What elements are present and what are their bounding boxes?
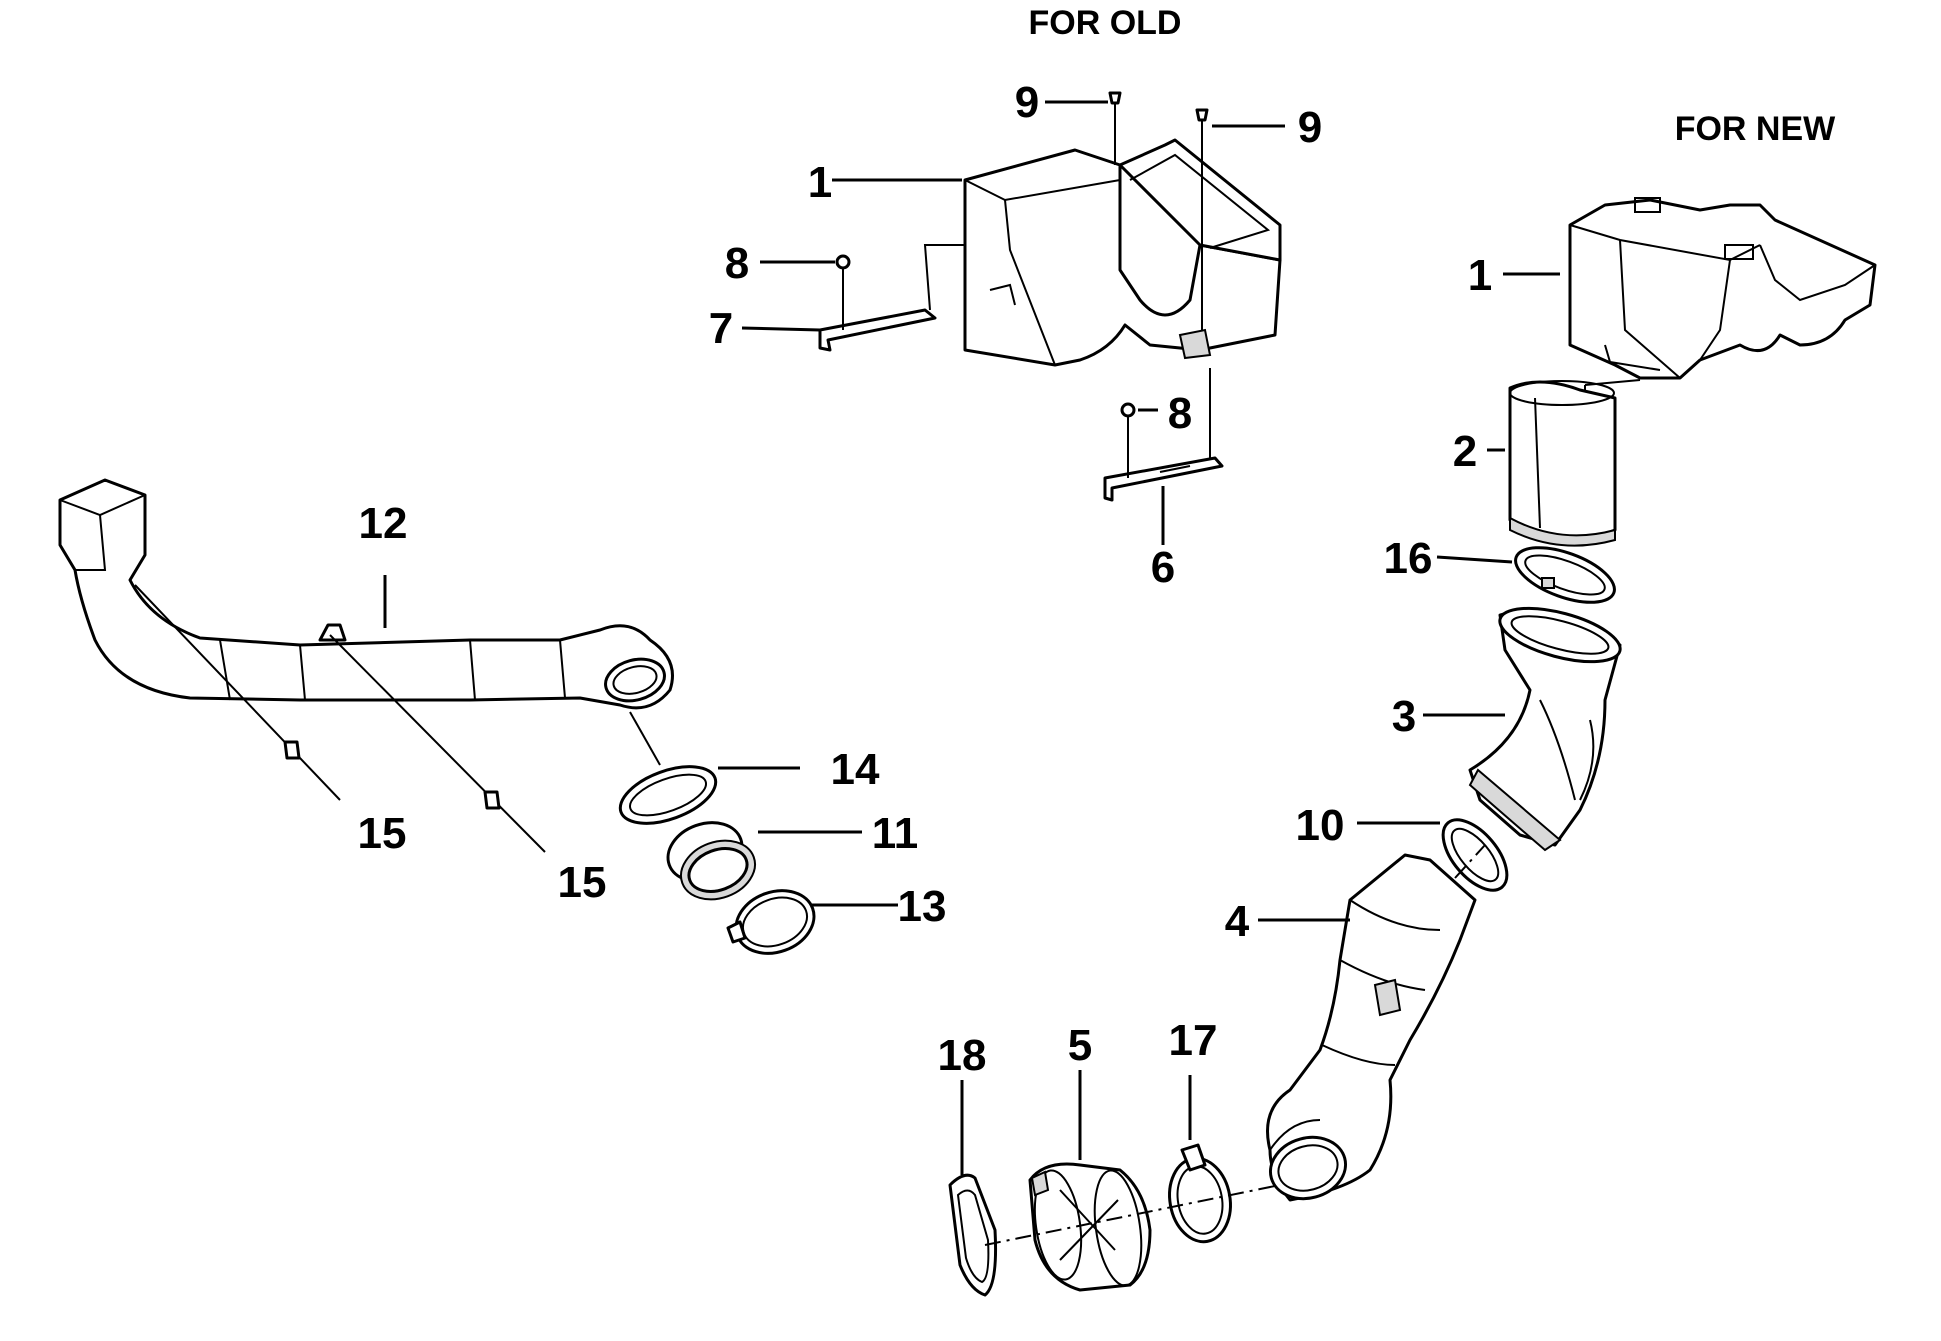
- callout-8-bottom: 8: [1168, 389, 1192, 438]
- intake-duct-12: [58, 478, 674, 710]
- callout-8-top: 8: [725, 239, 749, 288]
- callout-9-left: 9: [1015, 78, 1039, 127]
- band-11: [666, 821, 756, 901]
- callout-18: 18: [938, 1031, 987, 1080]
- air-cleaner-box-old: [963, 138, 1282, 367]
- callout-12: 12: [359, 499, 408, 548]
- callout-7: 7: [709, 304, 733, 353]
- clip-15-left: [134, 584, 341, 801]
- callout-9-right: 9: [1298, 103, 1322, 152]
- callout-3: 3: [1392, 692, 1416, 741]
- gasket-10: [1441, 818, 1509, 892]
- callout-10: 10: [1296, 801, 1345, 850]
- clamp-17: [1168, 1143, 1232, 1244]
- callout-11: 11: [872, 809, 919, 858]
- screw-9-right: [1195, 108, 1209, 330]
- bracket-6: [1103, 368, 1224, 502]
- callout-1-old: 1: [808, 158, 832, 207]
- callout-4: 4: [1225, 897, 1250, 946]
- elbow-duct-3: [1468, 606, 1622, 852]
- callout-2: 2: [1453, 427, 1477, 476]
- gasket-16: [1514, 546, 1616, 604]
- air-duct-2: [1508, 379, 1641, 547]
- clip-15-right: [329, 634, 546, 853]
- clamp-13: [726, 889, 816, 955]
- air-cleaner-box-new: [1568, 197, 1877, 380]
- intake-duct-4: [1266, 853, 1477, 1202]
- callout-14: 14: [831, 745, 880, 794]
- screw-8-top: [835, 254, 851, 330]
- callout-13: 13: [898, 882, 947, 931]
- callout-6: 6: [1151, 543, 1175, 592]
- gasket-14: [618, 711, 718, 825]
- leader-lines: [383, 100, 1560, 1175]
- screw-8-bottom: [1120, 402, 1136, 478]
- bracket-7: [818, 244, 965, 352]
- callout-15-left: 15: [358, 809, 407, 858]
- screw-9-left: [1108, 91, 1122, 165]
- gasket-18: [948, 1173, 998, 1297]
- section-title-old: FOR OLD: [1029, 4, 1182, 42]
- centerline-lower: [984, 1184, 1281, 1246]
- callout-17: 17: [1169, 1016, 1218, 1065]
- section-title-new: FOR NEW: [1675, 110, 1836, 148]
- callout-16: 16: [1384, 534, 1433, 583]
- callout-5: 5: [1068, 1021, 1092, 1070]
- callout-15-right: 15: [558, 858, 607, 907]
- centerline-duct4-gasket10: [1454, 844, 1486, 879]
- callout-1-new: 1: [1468, 251, 1492, 300]
- adapter-5: [1028, 1162, 1152, 1292]
